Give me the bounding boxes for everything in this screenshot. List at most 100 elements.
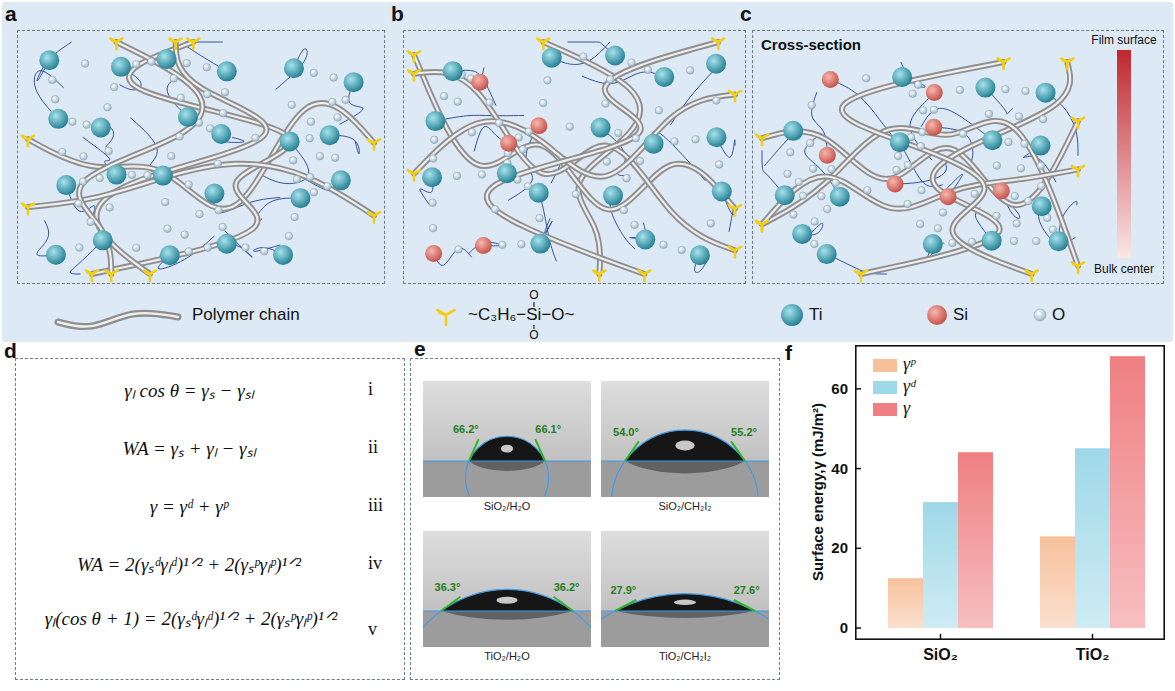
silane-arm — [144, 271, 150, 275]
silane-arm — [1026, 271, 1032, 275]
ti-atom — [635, 229, 655, 249]
silane-arm — [729, 247, 735, 251]
o-atom — [519, 146, 527, 154]
silane-arm — [537, 39, 543, 43]
equation-number: i — [368, 379, 373, 401]
droplet-highlight — [674, 600, 696, 606]
contact-angle-photo: 54.0°55.2°SiO₂/CH₂I₂ — [601, 381, 769, 497]
photo-ground — [601, 531, 769, 647]
o-atom — [636, 157, 644, 165]
legend-label: ~C₃H₆−Si−O~ — [468, 305, 574, 325]
o-atom — [539, 99, 547, 107]
o-atom — [306, 134, 314, 142]
si-atom — [530, 117, 547, 134]
si-atom — [927, 305, 947, 325]
fitted-circle — [611, 430, 758, 497]
linker-line — [276, 49, 308, 90]
silane-arm — [145, 272, 150, 274]
ti-atom — [1032, 196, 1052, 216]
silane-arm — [1073, 120, 1078, 122]
o-atom — [148, 58, 156, 66]
o-atom — [83, 121, 91, 129]
silane-mark — [1026, 271, 1038, 282]
ti-atom — [644, 134, 664, 154]
equation-number: v — [368, 619, 377, 641]
o-atom — [242, 244, 250, 252]
silane-mark — [756, 135, 768, 146]
o-atom — [104, 103, 112, 111]
o-atom — [330, 74, 338, 82]
silane-mark — [22, 136, 34, 147]
si-atom — [475, 237, 492, 254]
silane-mark — [593, 271, 605, 282]
ti-atom — [48, 109, 68, 129]
ti-atom — [706, 54, 726, 74]
silane-arm — [1061, 59, 1067, 63]
equation-panel: dγₗ cos θ = γₛ − γₛₗiWA = γₛ + γₗ − γₛₗi… — [15, 358, 405, 680]
contact-angle: 36.2° — [554, 581, 580, 594]
o-atom — [620, 206, 628, 214]
polymer-chain-sample-highlight — [58, 313, 178, 327]
ti-atom — [217, 61, 237, 81]
o-atom — [644, 66, 652, 74]
silane-arm — [595, 272, 600, 274]
ti-atom — [982, 130, 1002, 150]
ti-atom — [654, 67, 674, 87]
ti-atom — [923, 234, 943, 254]
silane-arm — [855, 271, 861, 275]
o-atom — [1039, 115, 1047, 123]
ti-atom — [320, 125, 340, 145]
colorbar-label: Bulk center — [1094, 262, 1154, 276]
polymer-chains — [762, 62, 1078, 274]
top-panel-ground — [2, 2, 1173, 342]
o-atom — [894, 152, 902, 160]
silane-arm — [856, 272, 861, 274]
ti-atom — [111, 57, 131, 77]
ti-atom — [284, 58, 304, 78]
polymer-chain-highlight — [79, 42, 202, 274]
o-atom — [430, 136, 438, 144]
o-atom — [291, 213, 299, 221]
panel-letter: d — [4, 340, 17, 361]
linker-line — [158, 236, 214, 269]
tick-label: 20 — [831, 539, 848, 557]
o-atom — [260, 247, 268, 255]
o-atom — [707, 220, 715, 228]
si-atom — [472, 74, 489, 91]
o-atom — [293, 175, 301, 183]
o-atom — [81, 60, 89, 68]
ti-atom — [783, 121, 803, 141]
bar — [1075, 448, 1110, 628]
panel-letter: c — [740, 3, 752, 24]
polymer-chains — [28, 42, 374, 274]
silane-arm — [1073, 168, 1078, 170]
o-atom — [832, 179, 840, 187]
illustration-panel: b — [403, 30, 746, 284]
o-atom — [76, 244, 84, 252]
silane-arm — [999, 60, 1004, 62]
ti-atom — [712, 182, 732, 202]
ti-atom — [975, 78, 995, 98]
o-atom — [712, 97, 720, 105]
o-atom — [1034, 309, 1046, 321]
silane-mark — [368, 212, 380, 223]
silane-arm — [189, 40, 194, 42]
o-atom — [655, 107, 663, 115]
silane-mark — [729, 91, 741, 102]
silane-arm — [23, 205, 28, 207]
equation: γₗ(cos θ + 1) = 2(γₛᵈγₗᵈ)¹ᐟ² + 2(γₛᵖγₗᵖ)… — [41, 605, 341, 633]
o-atom — [864, 186, 872, 194]
silane-mark — [756, 221, 768, 232]
o-atom — [660, 241, 668, 249]
silane-arm — [1073, 264, 1078, 266]
chart-plot — [855, 345, 1165, 640]
substrate — [601, 461, 769, 497]
ti-atom — [817, 244, 837, 264]
si-atom — [926, 84, 943, 101]
linker-line — [37, 42, 72, 81]
silane-arm — [408, 170, 414, 174]
ti-atom — [160, 245, 180, 265]
ti-atom — [217, 234, 237, 254]
o-atom — [993, 162, 1001, 170]
network-illustration — [408, 39, 741, 282]
